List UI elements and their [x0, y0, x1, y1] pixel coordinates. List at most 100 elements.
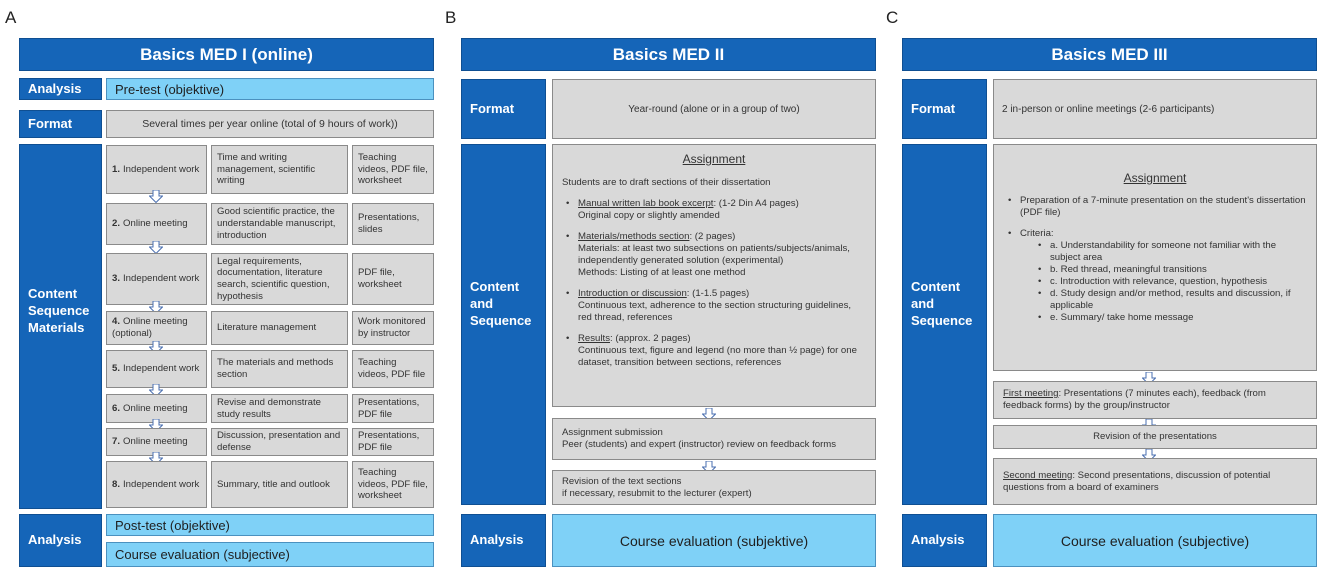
panel-a-analysis-label: Analysis — [19, 78, 102, 100]
panel-c-criteria-list: a. Understandability for someone not fam… — [1020, 240, 1306, 324]
sequence-step-type: 5.Independent work — [106, 350, 207, 388]
sequence-step-number: 4. — [112, 316, 121, 328]
panel-b-revision-line2: if necessary, resubmit to the lecturer (… — [562, 487, 752, 499]
panel-c-analysis-label: Analysis — [902, 514, 987, 567]
assignment-item-head: Results — [578, 332, 610, 344]
panel-a-content-label: Content Sequence Materials — [19, 144, 102, 509]
panel-a-title: Basics MED I (online) — [19, 38, 434, 71]
panel-b-analysis-label: Analysis — [461, 514, 546, 567]
sequence-step-type-label: Online meeting — [123, 218, 188, 230]
sequence-step-type-label: Online meeting — [123, 402, 188, 414]
panel-a-posttest: Post-test (objektive) — [106, 514, 434, 536]
sequence-step-type-label: Independent work — [123, 363, 200, 375]
panel-c-evaluation: Course evaluation (subjective) — [993, 514, 1317, 567]
assignment-item-pages: : (1-2 Din A4 pages) — [713, 197, 799, 209]
assignment-item: Materials/methods section: (2 pages)Mate… — [562, 231, 866, 279]
criteria-item: d. Study design and/or method, results a… — [1034, 288, 1306, 312]
panel-letter-b: B — [445, 8, 457, 27]
panel-c-format-label: Format — [902, 79, 987, 139]
criteria-item: c. Introduction with relevance, question… — [1034, 276, 1306, 288]
panel-b-evaluation: Course evaluation (subjektive) — [552, 514, 876, 567]
sequence-step-topic: Literature management — [211, 311, 348, 345]
panel-b-format-text: Year-round (alone or in a group of two) — [552, 79, 876, 139]
panel-a-pretest: Pre-test (objektive) — [106, 78, 434, 100]
sequence-step-topic: Good scientific practice, the understand… — [211, 203, 348, 245]
panel-letter-c: C — [886, 8, 899, 27]
sequence-step-materials: Teaching videos, PDF file — [352, 350, 434, 388]
sequence-step-type: 2.Online meeting — [106, 203, 207, 245]
panel-a-format-label: Format — [19, 110, 102, 138]
sequence-step-type: 4.Online meeting (optional) — [106, 311, 207, 345]
panel-b-assignment-box: Assignment Students are to draft section… — [552, 144, 876, 407]
panel-c-assignment-title: Assignment — [1123, 171, 1187, 185]
sequence-step-type: 6.Online meeting — [106, 394, 207, 423]
sequence-step-materials: Presentations, PDF file — [352, 394, 434, 423]
assignment-item: Manual written lab book excerpt: (1-2 Di… — [562, 198, 866, 222]
down-arrow-icon — [149, 190, 163, 203]
sequence-step-materials: Presentations, PDF file — [352, 428, 434, 456]
panel-b-revision-box: Revision of the text sections if necessa… — [552, 470, 876, 505]
panel-c-first-meeting-head: First meeting — [1003, 388, 1059, 400]
sequence-step-topic: The materials and methods section — [211, 350, 348, 388]
sequence-step-type: 8.Independent work — [106, 461, 207, 508]
panel-a-analysis2-label: Analysis — [19, 514, 102, 567]
criteria-item: b. Red thread, meaningful transitions — [1034, 264, 1306, 276]
down-arrow-icon — [149, 384, 163, 397]
panel-c-second-meeting-head: Second meeting — [1003, 469, 1073, 481]
assignment-item-head: Materials/methods section — [578, 230, 690, 242]
sequence-step-type-label: Independent work — [123, 273, 200, 285]
panel-b-content-label: Content and Sequence — [461, 144, 546, 505]
sequence-step-topic: Summary, title and outlook — [211, 461, 348, 508]
assignment-item-body: Continuous text, adherence to the sectio… — [578, 299, 852, 323]
criteria-item: a. Understandability for someone not fam… — [1034, 240, 1306, 264]
sequence-step-number: 6. — [112, 402, 121, 414]
panel-b-assignment-intro: Students are to draft sections of their … — [562, 177, 771, 188]
sequence-step-topic: Legal requirements, documentation, liter… — [211, 253, 348, 305]
sequence-step-number: 5. — [112, 363, 121, 375]
assignment-item-pages: : (approx. 2 pages) — [610, 332, 691, 344]
sequence-step-topic: Discussion, presentation and defense — [211, 428, 348, 456]
sequence-step-type: 7.Online meeting — [106, 428, 207, 456]
sequence-step-type-label: Independent work — [123, 163, 200, 175]
panel-letter-a: A — [5, 8, 17, 27]
assignment-item-body: Original copy or slightly amended — [578, 209, 720, 221]
assignment-item-pages: : (2 pages) — [689, 230, 736, 242]
sequence-step-materials: PDF file, worksheet — [352, 253, 434, 305]
panel-a-format-text: Several times per year online (total of … — [106, 110, 434, 138]
assignment-item-pages: : (1-1.5 pages) — [686, 287, 750, 299]
panel-b-submission-line2: Peer (students) and expert (instructor) … — [562, 439, 837, 450]
panel-b-title: Basics MED II — [461, 38, 876, 71]
sequence-step-type-label: Online meeting (optional) — [112, 316, 188, 339]
panel-b-revision-line1: Revision of the text sections — [562, 475, 682, 487]
panel-c-assignment-list: Preparation of a 7-minute presentation o… — [1004, 195, 1306, 324]
down-arrow-icon — [149, 301, 163, 314]
panel-c-revision-box: Revision of the presentations — [993, 425, 1317, 449]
panel-c-first-meeting-text: : Presentations (7 minutes each), feedba… — [1003, 388, 1266, 411]
sequence-step-number: 3. — [112, 273, 121, 285]
panel-c-format-text: 2 in-person or online meetings (2-6 part… — [993, 79, 1317, 139]
panel-c-second-meeting-text: : Second presentations, discussion of po… — [1003, 469, 1271, 493]
panel-b-submission-line1: Assignment submission — [562, 427, 663, 439]
panel-b-submission-box: Assignment submission Peer (students) an… — [552, 418, 876, 460]
panel-c-assignment-box: Assignment Preparation of a 7-minute pre… — [993, 144, 1317, 371]
panel-c-bullet1: Preparation of a 7-minute presentation o… — [1004, 195, 1306, 219]
sequence-step-topic: Time and writing management, scientific … — [211, 145, 348, 194]
panel-a-evaluation: Course evaluation (subjective) — [106, 542, 434, 567]
panel-b-format-label: Format — [461, 79, 546, 139]
panel-b-assignment-title: Assignment — [682, 152, 746, 166]
panel-b-assignment-list: Manual written lab book excerpt: (1-2 Di… — [562, 198, 866, 369]
sequence-step-materials: Teaching videos, PDF file, worksheet — [352, 145, 434, 194]
panel-c-criteria-item: Criteria: a. Understandability for someo… — [1004, 228, 1306, 324]
assignment-item: Results: (approx. 2 pages)Continuous tex… — [562, 333, 866, 369]
sequence-step-topic: Revise and demonstrate study results — [211, 394, 348, 423]
sequence-step-number: 8. — [112, 478, 121, 490]
sequence-step-type: 3.Independent work — [106, 253, 207, 305]
panel-c-criteria-label: Criteria: — [1020, 227, 1054, 239]
assignment-item: Introduction or discussion: (1-1.5 pages… — [562, 288, 866, 324]
assignment-item-head: Manual written lab book excerpt — [578, 197, 714, 209]
sequence-step-type: 1.Independent work — [106, 145, 207, 194]
sequence-step-type-label: Online meeting — [123, 436, 188, 448]
assignment-item-head: Introduction or discussion — [578, 287, 687, 299]
sequence-step-number: 2. — [112, 218, 121, 230]
sequence-step-number: 7. — [112, 436, 121, 448]
